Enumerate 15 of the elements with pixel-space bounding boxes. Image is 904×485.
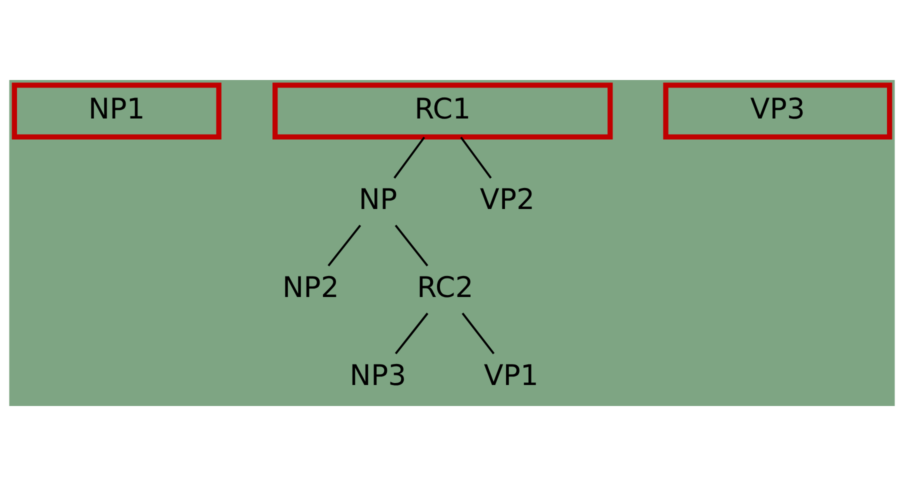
connector (328, 224, 362, 266)
node-box: NP1 (12, 82, 222, 139)
node-text: NP (358, 182, 398, 216)
connector (394, 224, 428, 266)
node-text: NP2 (282, 270, 339, 304)
node-text: NP3 (350, 358, 406, 392)
node-text: VP1 (484, 358, 539, 392)
node-box: VP3 (663, 82, 892, 139)
connector (460, 136, 492, 178)
node-text: RC2 (417, 270, 474, 304)
node-text: VP2 (480, 182, 535, 216)
connector (394, 136, 426, 178)
connector (394, 312, 428, 354)
connector (462, 312, 495, 354)
node-box: RC1 (272, 82, 613, 139)
